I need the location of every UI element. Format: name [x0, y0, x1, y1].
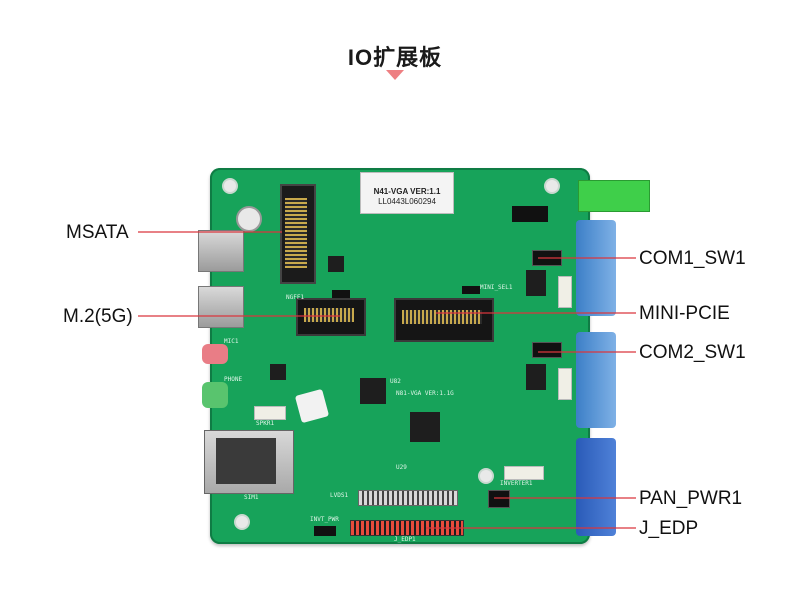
- callout-com2: COM2_SW1: [639, 342, 746, 363]
- msata-slot-contacts: [285, 198, 307, 268]
- usb-port-1: [198, 230, 244, 272]
- com-connector-1: [558, 276, 572, 308]
- silk-ngff1: NGFF1: [286, 294, 305, 301]
- ic-chip-6: [270, 364, 286, 380]
- silk-inverter1: INVERTER1: [500, 480, 533, 487]
- silk-invt-pwr: INVT_PWR: [310, 516, 339, 523]
- sticker-model: N41-VGA VER:1.1: [373, 187, 441, 196]
- silk-phone: PHONE: [224, 376, 243, 383]
- pan-pwr1-header: [488, 490, 510, 508]
- invt-pwr-header: [314, 526, 336, 536]
- silk-mini-sel1: MINI_SEL1: [480, 284, 513, 291]
- title-arrow-icon: [386, 70, 404, 80]
- ic-chip-1: [360, 378, 386, 404]
- silk-sim1: SIM1: [244, 494, 259, 501]
- ngff-jumper: [332, 290, 350, 298]
- mount-hole-tr: [544, 178, 560, 194]
- page-title: IO扩展板: [347, 45, 443, 70]
- callout-minipcie: MINI-PCIE: [639, 303, 730, 324]
- capacitor: [236, 206, 262, 232]
- callout-panpwr: PAN_PWR1: [639, 488, 743, 509]
- silk-u82: U82: [390, 378, 401, 385]
- callout-com1: COM1_SW1: [639, 248, 746, 269]
- mount-hole-tl: [222, 178, 238, 194]
- power-terminal-block: [578, 180, 650, 212]
- phone-jack: [202, 382, 228, 408]
- callout-jedp: J_EDP: [639, 518, 699, 539]
- ic-chip-3: [526, 270, 546, 296]
- ic-chip-5: [328, 256, 344, 272]
- model-sticker: N41-VGA VER:1.1 LL0443L060294: [360, 172, 454, 214]
- silk-lvds1: LVDS1: [330, 492, 349, 499]
- ic-chip-2: [410, 412, 440, 442]
- silk-model: N81-VGA VER:1.1G: [396, 390, 454, 397]
- mini-sel-jumper: [462, 286, 480, 294]
- com1-db9-port: [576, 220, 616, 316]
- inverter-connector: [504, 466, 544, 480]
- com2-db9-port: [576, 332, 616, 428]
- vga-port: [576, 438, 616, 536]
- silk-jedp1: J_EDP1: [394, 536, 416, 543]
- io-expansion-board: N41-VGA VER:1.1 LL0443L060294: [198, 168, 650, 544]
- usb-port-2: [198, 286, 244, 328]
- silk-u29: U29: [396, 464, 407, 471]
- com2-sw1-header: [532, 342, 562, 358]
- mic-jack: [202, 344, 228, 364]
- m2-slot-contacts: [304, 308, 354, 322]
- com-connector-2: [558, 368, 572, 400]
- callout-m2: M.2(5G): [63, 306, 133, 327]
- sticker-serial: LL0443L060294: [378, 197, 436, 206]
- spkr-connector: [254, 406, 286, 420]
- mount-hole-br: [478, 468, 494, 484]
- silk-mic1: MIC1: [224, 338, 239, 345]
- callout-msata: MSATA: [66, 222, 129, 243]
- lvds-header: [358, 490, 458, 506]
- sim-slot-tray: [216, 438, 276, 484]
- header-top: [512, 206, 548, 222]
- silk-spkr1: SPKR1: [256, 420, 275, 427]
- mount-hole-bl: [234, 514, 250, 530]
- ic-chip-4: [526, 364, 546, 390]
